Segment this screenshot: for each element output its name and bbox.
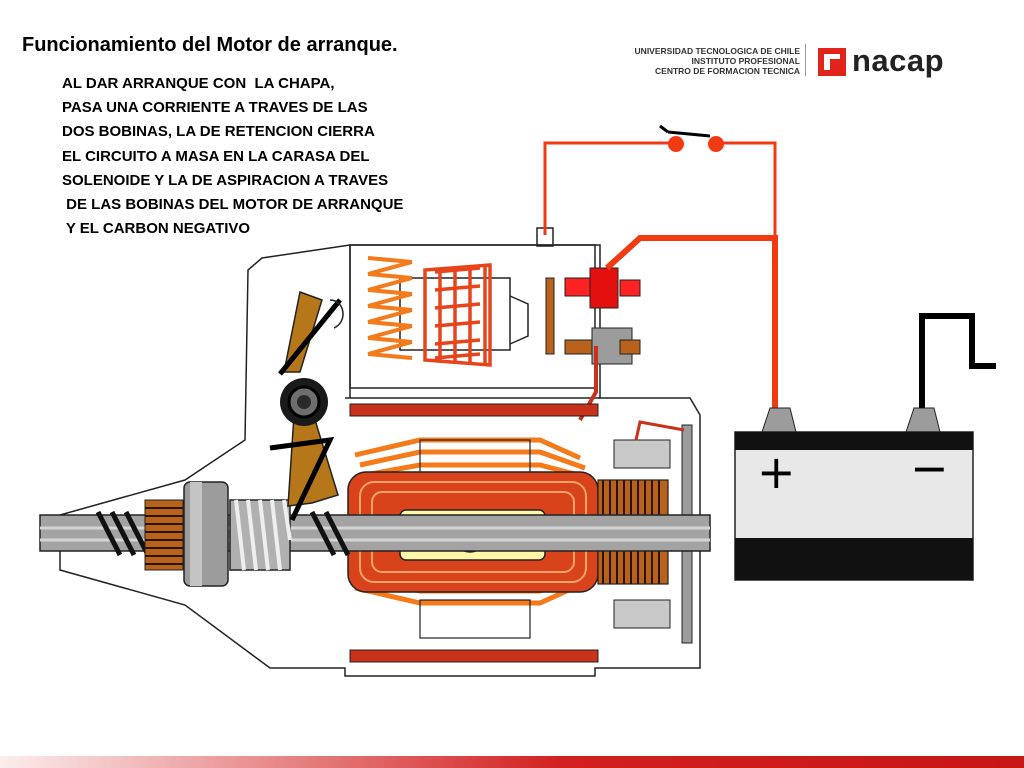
brush-top: [613, 439, 671, 469]
starter-housing: [59, 244, 701, 677]
description-line: EL CIRCUITO A MASA EN LA CARASA DEL: [62, 147, 370, 165]
pull-in-coil: [367, 256, 413, 360]
pole-shoe-bottom: [419, 599, 531, 639]
hold-in-coil: [423, 263, 492, 367]
description-text: AL DAR ARRANQUE CON LA CHAPA, PASA UNA C…: [62, 72, 403, 241]
shaft-helix: [95, 510, 351, 557]
description-line: Y EL CARBON NEGATIVO: [62, 220, 251, 238]
pinion-gear: [144, 499, 184, 571]
slide-title: Funcionamiento del Motor de arranque.: [22, 34, 398, 56]
inacap-logo-mark: [818, 48, 846, 76]
battery: + −: [734, 407, 974, 581]
shift-lever: [269, 290, 344, 522]
battery-negative-label: −: [910, 441, 949, 495]
institution-line: CENTRO DE FORMACION TECNICA: [655, 66, 800, 76]
footer-accent-bar: [0, 756, 1024, 768]
field-frame-top: [349, 403, 599, 417]
description-line: DE LAS BOBINAS DEL MOTOR DE ARRANQUE: [62, 196, 404, 214]
ignition-switch: [543, 124, 777, 235]
description-line: AL DAR ARRANQUE CON LA CHAPA,: [62, 75, 335, 92]
description-line: SOLENOIDE Y LA DE ASPIRACION A TRAVES: [62, 171, 389, 189]
brush-bottom: [613, 599, 671, 629]
drive-spring: [229, 499, 292, 571]
brush-lead: [634, 420, 685, 441]
ground-strap: [919, 313, 996, 408]
field-frame-bottom: [349, 649, 599, 663]
battery-cable: [604, 235, 778, 410]
brand-divider: [805, 44, 806, 76]
battery-positive-label: +: [757, 445, 796, 499]
description-line: PASA UNA CORRIENTE A TRAVES DE LAS: [62, 99, 368, 117]
contact-disc: [545, 277, 555, 355]
institution-line: INSTITUTO PROFESIONAL: [691, 56, 800, 66]
inacap-logo-text: nacap: [852, 43, 945, 78]
institution-line: UNIVERSIDAD TECNOLOGICA DE CHILE: [634, 46, 800, 56]
battery-terminal: [564, 267, 641, 309]
description-line: DOS BOBINAS, LA DE RETENCION CIERRA: [62, 123, 375, 141]
institution-name: UNIVERSIDAD TECNOLOGICA DE CHILE INSTITU…: [600, 46, 800, 76]
motor-terminal: [564, 327, 641, 365]
